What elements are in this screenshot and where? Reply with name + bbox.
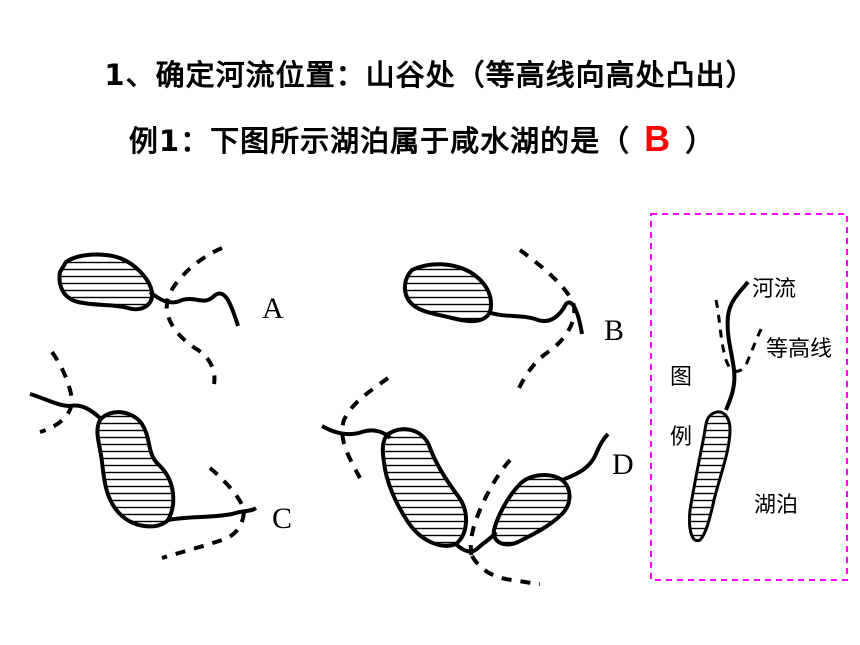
legend-contour-label: 等高线 [766, 337, 832, 362]
river-d-right [561, 432, 610, 482]
label-c: C [272, 502, 292, 535]
contour-c-bottom [161, 466, 247, 560]
river-c-out [167, 506, 258, 522]
lake-d-left [380, 427, 468, 548]
lake-b [403, 262, 493, 324]
contour-d-bottom [470, 554, 541, 586]
legend-border [650, 213, 848, 581]
question-suffix: ） [685, 124, 716, 158]
question-prefix: 例1：下图所示湖泊属于咸水湖的是（ [128, 124, 631, 158]
river-a [148, 290, 240, 327]
legend-river-line [724, 280, 750, 411]
legend-title-char-1: 图 [670, 365, 692, 390]
legend-lake-label: 湖泊 [754, 493, 798, 518]
legend: 图 例 河流 等高线 湖泊 [650, 213, 848, 581]
legend-river-label: 河流 [752, 277, 796, 302]
label-d: D [612, 448, 634, 481]
lake-d-right [491, 473, 572, 547]
diagram-d: D [321, 376, 634, 586]
river-c-in [29, 392, 104, 422]
contour-a [164, 246, 223, 385]
diagram-b: B [403, 248, 624, 391]
river-d-left [321, 424, 392, 440]
contour-d-top [340, 376, 390, 479]
diagram-c: C [29, 350, 292, 560]
heading: 1、确定河流位置：山谷处（等高线向高处凸出） [104, 58, 756, 92]
question: 例1：下图所示湖泊属于咸水湖的是（ B ） [0, 118, 852, 160]
contour-d-mid [468, 458, 512, 559]
legend-title-char-2: 例 [670, 425, 692, 450]
lake-a [57, 252, 155, 312]
legend-lake-shape [688, 410, 732, 543]
contour-c-top [39, 350, 75, 434]
contour-b [516, 248, 577, 391]
label-a: A [262, 292, 284, 325]
answer: B [644, 118, 672, 159]
lake-c [95, 410, 176, 529]
diagram-a: A [57, 246, 284, 385]
label-b: B [604, 314, 624, 347]
river-d-mid [454, 530, 498, 554]
legend-contour-line [714, 299, 766, 373]
